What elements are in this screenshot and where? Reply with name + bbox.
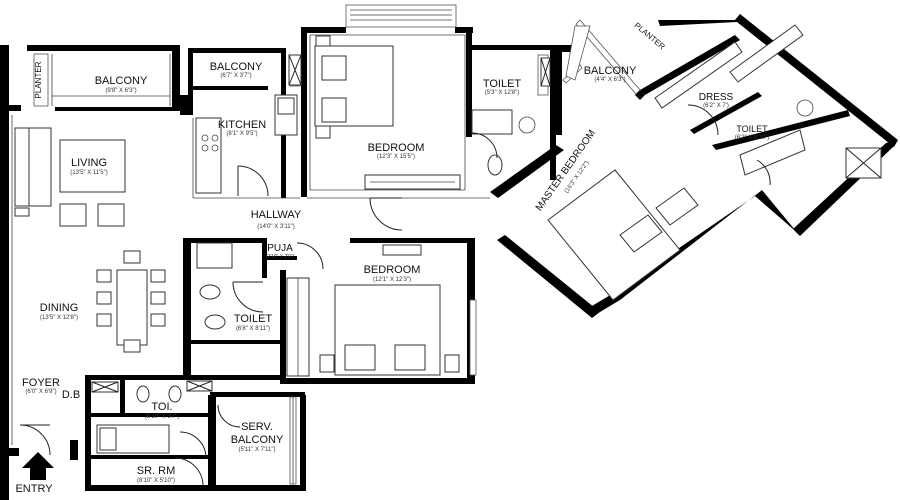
foyer-dim: (6'0" X 6'9") <box>25 389 56 395</box>
puja-label: PUJA <box>267 243 293 254</box>
foyer-label: FOYER <box>22 377 60 389</box>
doors <box>19 104 771 487</box>
toilet-top-label: TOILET <box>483 78 522 90</box>
kitchen-label: KITCHEN <box>218 119 266 131</box>
toilet-master-label: TOILET <box>736 124 768 134</box>
toilet-mid-dim: (6'8" X 8'11") <box>236 326 270 332</box>
dress-label: DRESS <box>699 92 734 103</box>
furniture <box>14 24 814 454</box>
bedroom-mid-label: BEDROOM <box>364 264 421 276</box>
toilet-top-dim: (5'3" X 12'8") <box>485 90 520 96</box>
balcony-living-label: BALCONY <box>95 75 148 87</box>
balcony-master-dim: (4'4" X 6'3") <box>594 77 625 83</box>
sr-rm-label: SR. RM <box>137 465 176 477</box>
puja-dim: (2'10" X 2'0") <box>266 254 295 260</box>
bedroom-mid-dim: (12'1" X 12'3") <box>373 277 411 283</box>
bedroom-top-dim: (12'3" X 15'5") <box>377 154 415 160</box>
toilet-master-dim: (6'2" X 8'10") <box>735 135 770 141</box>
toi-dim: (8'10" X 3'7") <box>145 414 180 420</box>
hallway-label: HALLWAY <box>251 209 302 221</box>
serv-balcony-label-2: BALCONY <box>231 434 284 446</box>
balcony-kitchen-dim: (6'7" X 3'7") <box>220 73 251 79</box>
db-label: D.B <box>62 389 80 401</box>
entry-label: ENTRY <box>15 483 53 495</box>
serv-balcony-dim: (5'11" X 7'11") <box>238 447 275 453</box>
entry-arrow-icon <box>22 452 54 480</box>
serv-balcony-label-1: SERV. <box>241 421 273 433</box>
balcony-kitchen-label: BALCONY <box>210 61 263 73</box>
living-dim: (13'5" X 11'5") <box>70 170 107 176</box>
hallway-dim: (14'0" X 3'11") <box>257 224 294 230</box>
inner-lines <box>11 4 882 485</box>
dining-dim: (13'5" X 12'8") <box>40 315 78 321</box>
sr-rm-dim: (8'10" X 5'10") <box>137 478 175 484</box>
bedroom-top-label: BEDROOM <box>368 142 425 154</box>
entry-marker <box>22 452 54 480</box>
toilet-mid-label: TOILET <box>234 313 273 325</box>
balcony-living-dim: (9'8" X 6'3") <box>105 88 136 94</box>
dress-dim: (6'2" X 7') <box>703 103 729 109</box>
balcony-master-label: BALCONY <box>584 65 637 77</box>
toi-label: TOI. <box>151 401 172 413</box>
kitchen-dim: (8'1" X 9'5") <box>226 131 257 137</box>
planter-left-label: PLANTER <box>34 61 43 98</box>
dining-label: DINING <box>40 302 79 314</box>
living-label: LIVING <box>71 157 107 169</box>
